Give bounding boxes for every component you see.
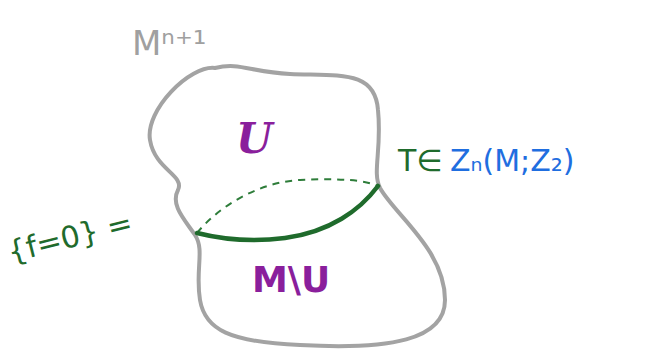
hypersurface-front (197, 186, 378, 240)
region-name: M\U (252, 262, 330, 298)
manifold-name: Mⁿ⁺¹ (132, 26, 206, 60)
hypersurface-back (197, 179, 378, 233)
region-name: U (236, 118, 273, 160)
cycle-name: T∈ (398, 146, 442, 176)
manifold-outline (150, 66, 445, 346)
cycle-space: Zₙ(M;Z₂) (450, 146, 574, 176)
zero-set-label: {f=0} = (4, 208, 135, 268)
